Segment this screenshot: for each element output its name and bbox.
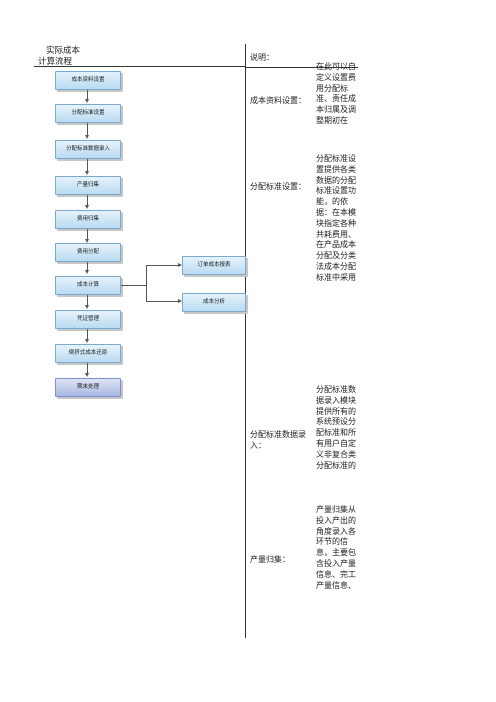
arrow-down-icon [85, 305, 89, 309]
branch-vertical [146, 265, 147, 302]
branch-stem [121, 285, 146, 286]
flow-step-voucher-management[interactable]: 凭证管理 [55, 310, 121, 329]
arrow-down-icon [85, 270, 89, 274]
connector-7 [87, 295, 88, 307]
connector-3 [87, 159, 88, 173]
side-box-order-cost-report[interactable]: 订单成本报表 [182, 256, 246, 275]
section-label-allocation-entry-1: 分配标准数据录 [250, 430, 306, 439]
header-divider-left [34, 66, 245, 67]
flow-step-period-end-processing[interactable]: 期末处理 [55, 378, 121, 397]
arrow-down-icon [85, 373, 89, 377]
flow-step-expense-collection[interactable]: 费用归集 [55, 210, 121, 229]
section-label-allocation-entry-2: 入： [250, 441, 266, 450]
flow-step-allocation-standard-setup[interactable]: 分配标准设置 [55, 104, 121, 123]
side-box-cost-analysis[interactable]: 成本分析 [182, 293, 246, 312]
header-divider-right [246, 67, 358, 68]
flow-step-expense-allocation[interactable]: 费用分配 [55, 243, 121, 262]
arrow-right-icon [178, 263, 182, 267]
section-label-allocation-setup: 分配标准设置： [250, 182, 306, 191]
connector-9 [87, 363, 88, 375]
section-desc-allocation-setup: 分配标准设置提供各类数据的分配标准设置功能，的依据：在本模块指定各种共耗费用、在… [316, 154, 356, 282]
title-line-1: 实际成本 [46, 46, 81, 56]
arrow-down-icon [85, 239, 89, 243]
section-label-output-collection: 产量归集： [250, 555, 290, 564]
connector-6 [87, 262, 88, 272]
connector-2 [87, 123, 88, 137]
arrow-down-icon [85, 339, 89, 343]
arrow-down-icon [85, 135, 89, 139]
section-desc-output-collection: 产量归集从投入产出的角度录入各环节的信息，主要包含投入产量信息、完工产量信息、 [316, 505, 356, 590]
title-line-2: 计算流程 [38, 57, 73, 67]
flow-step-reverse-cost-restoration[interactable]: 倒挤式成本还原 [55, 344, 121, 363]
connector-4 [87, 195, 88, 207]
flow-step-cost-calculation[interactable]: 成本计算 [55, 276, 121, 295]
section-desc-cost-data: 在此可以自定义设置费用分配标准、责任成本归属及调整期初在 [316, 62, 356, 125]
section-label-cost-data: 成本资料设置： [250, 96, 306, 105]
column-divider [245, 44, 246, 638]
arrow-right-icon [178, 299, 182, 303]
flow-step-allocation-data-entry[interactable]: 分配标准数据录入 [55, 140, 121, 159]
branch-bottom [146, 301, 179, 302]
arrow-down-icon [85, 205, 89, 209]
note-label: 说明： [250, 53, 274, 62]
connector-1 [87, 90, 88, 101]
flow-step-cost-data-setup[interactable]: 成本资料设置 [55, 71, 121, 90]
connector-5 [87, 229, 88, 241]
connector-8 [87, 329, 88, 341]
arrow-down-icon [85, 99, 89, 103]
arrow-down-icon [85, 171, 89, 175]
branch-top [146, 265, 179, 266]
flow-step-output-collection[interactable]: 产量归集 [55, 176, 121, 195]
section-desc-allocation-entry: 分配标准数据录入模块提供所有的系统预设分配标准和所有用户自定义非复合类分配标准的 [316, 385, 356, 470]
